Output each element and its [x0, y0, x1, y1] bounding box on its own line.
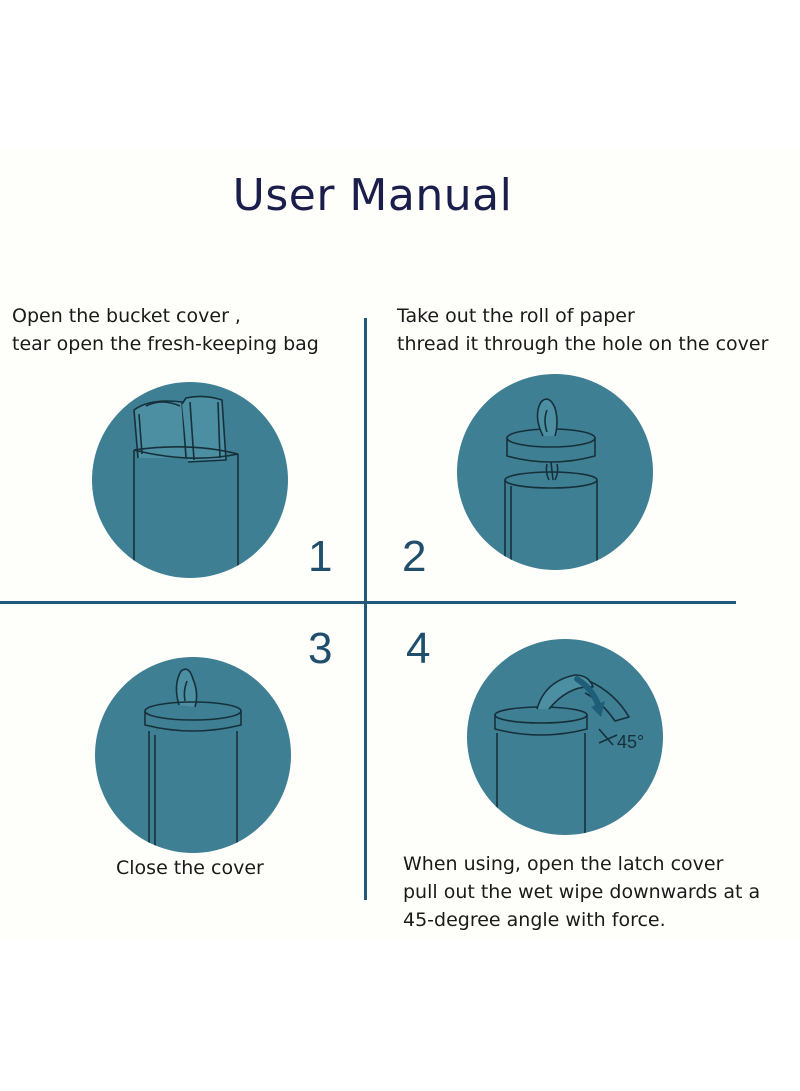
- horizontal-divider: [0, 601, 736, 604]
- step-2-line-2: thread it through the hole on the cover: [397, 333, 769, 355]
- step-1-number: 1: [308, 532, 333, 581]
- step-4-number: 4: [406, 624, 431, 673]
- arrowhead-icon: [591, 701, 605, 717]
- step-3-line-1: Close the cover: [116, 857, 264, 879]
- page-title: User Manual: [232, 170, 513, 221]
- vertical-divider: [364, 318, 367, 900]
- step-2-illustration: [457, 374, 653, 570]
- wet-wipe-icon: [536, 398, 559, 481]
- step-3-caption: Close the cover: [116, 854, 264, 882]
- angle-label: 45°: [617, 732, 644, 752]
- step-4-caption: When using, open the latch cover pull ou…: [403, 850, 760, 934]
- step-4-line-3: 45-degree angle with force.: [403, 909, 666, 931]
- step-1-line-2: tear open the fresh-keeping bag: [12, 333, 319, 355]
- fresh-keeping-bag-icon: [133, 395, 227, 463]
- step-1-illustration: [92, 382, 288, 578]
- step-2-line-1: Take out the roll of paper: [397, 305, 635, 327]
- step-3-illustration: [95, 657, 291, 853]
- wet-wipe-icon: [175, 668, 198, 708]
- cover-lid-icon: [144, 701, 242, 732]
- step-1-line-1: Open the bucket cover ,: [12, 305, 241, 327]
- step-4-illustration: 45°: [467, 639, 663, 835]
- step-4-line-1: When using, open the latch cover: [403, 853, 724, 875]
- step-1-caption: Open the bucket cover , tear open the fr…: [12, 302, 319, 358]
- step-3-number: 3: [308, 624, 333, 673]
- angle-marker-icon: [598, 728, 618, 746]
- step-2-number: 2: [402, 532, 427, 581]
- step-3-circle: [95, 657, 291, 853]
- step-4-circle: [467, 639, 663, 835]
- step-2-caption: Take out the roll of paper thread it thr…: [397, 302, 768, 358]
- step-4-line-2: pull out the wet wipe downwards at a: [403, 881, 761, 903]
